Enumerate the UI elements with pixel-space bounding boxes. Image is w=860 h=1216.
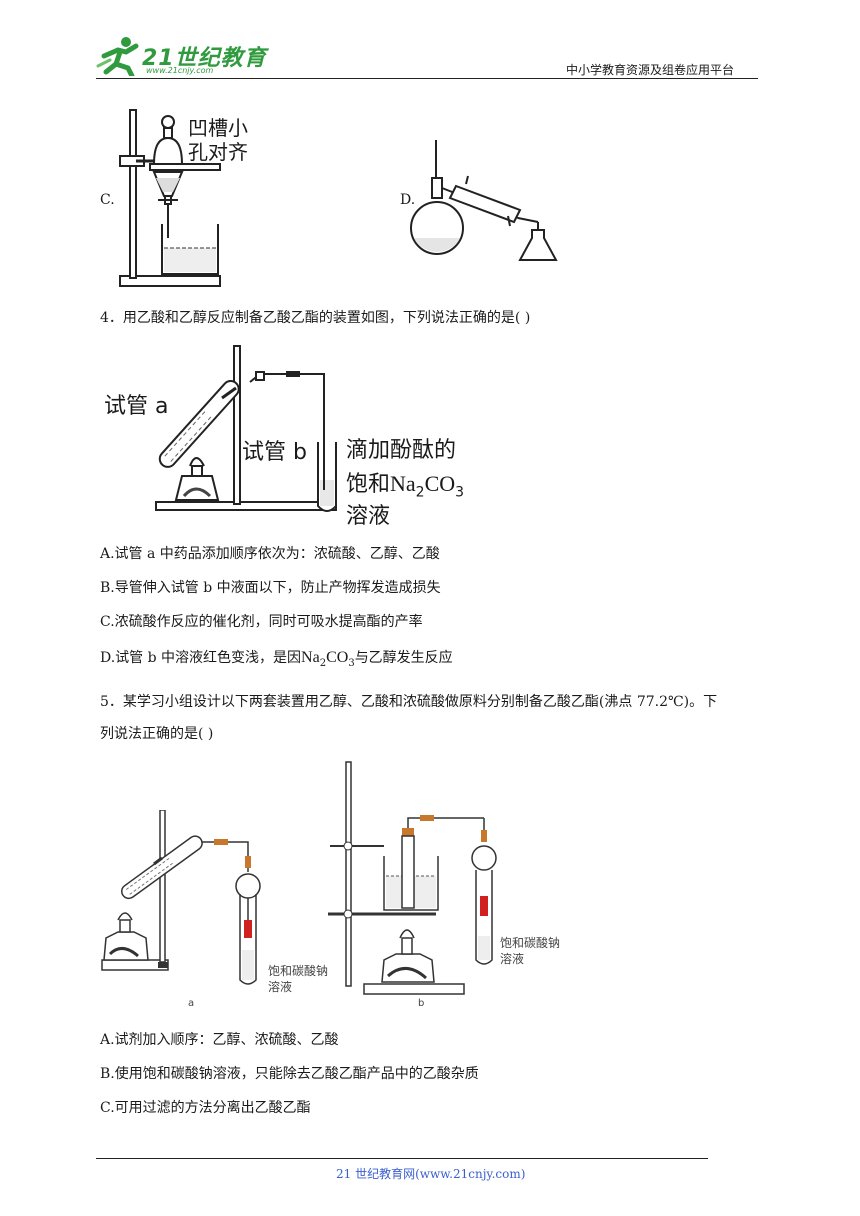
reagent-label-2: 饱和Na2CO3 <box>346 466 464 500</box>
tube-b-label: 试管 b <box>242 440 307 465</box>
q4-option-c: C.浓硫酸作反应的催化剂，同时可吸水提高酯的产率 <box>100 614 423 630</box>
fig-a-label-2: 溶液 <box>268 980 293 994</box>
logo-runner-icon <box>96 37 139 76</box>
q4-option-a: A.试管 a 中药品添加顺序依次为：浓硫酸、乙醇、乙酸 <box>100 546 440 562</box>
q5-stem-line1: 5．某学习小组设计以下两套装置用乙醇、乙酸和浓硫酸做原料分别制备乙酸乙酯(沸点 … <box>100 694 718 710</box>
q4-option-d: D.试管 b 中溶液红色变浅，是因Na2CO3与乙醇发生反应 <box>100 648 453 674</box>
q5-option-c: C.可用过滤的方法分离出乙酸乙酯 <box>100 1100 311 1116</box>
platform-name: 中小学教育资源及组卷应用平台 <box>566 63 735 77</box>
q5-option-b: B.使用饱和碳酸钠溶液，只能除去乙酸乙酯产品中的乙酸杂质 <box>100 1066 479 1082</box>
header: 21世纪教育 www.21cnjy.com 中小学教育资源及组卷应用平台 <box>0 0 860 84</box>
fig-b-caption: b <box>418 998 425 1009</box>
apparatus-figure-a <box>101 810 261 985</box>
formula-sub3: 3 <box>455 484 465 501</box>
q4-option-b: B.导管伸入试管 b 中液面以下，防止产物挥发造成损失 <box>100 580 441 596</box>
fig-b-label-2: 溶液 <box>500 952 525 966</box>
formula-co: CO <box>424 471 456 496</box>
formula-na-inline: Na <box>301 649 320 666</box>
formula-sub2: 2 <box>415 484 425 501</box>
formula-na: Na <box>390 471 416 496</box>
option-d-letter: D. <box>400 192 416 208</box>
formula-sub3-inline: 3 <box>348 657 355 669</box>
formula-sub2-inline: 2 <box>319 657 327 669</box>
option-c-letter: C. <box>100 192 115 208</box>
apparatus-figure-b <box>328 761 484 995</box>
distillation-figure <box>410 140 558 261</box>
logo-url: www.21cnjy.com <box>146 66 214 75</box>
q5-stem-line2: 列说法正确的是( ) <box>100 726 214 742</box>
receiver-figure-b <box>471 818 497 965</box>
logo-title: 21世纪教育 <box>142 46 267 71</box>
fig-a-caption: a <box>188 998 195 1009</box>
tube-a-label: 试管 a <box>104 394 169 419</box>
q5-option-a: A.试剂加入顺序：乙醇、浓硫酸、乙酸 <box>100 1032 339 1048</box>
q4-option-d-suffix: 与乙醇发生反应 <box>354 650 453 666</box>
footer-text[interactable]: 21 世纪教育网(www.21cnjy.com) <box>336 1167 526 1181</box>
esterification-figure-q4 <box>155 345 337 511</box>
footer-rule <box>96 1158 708 1159</box>
fig-a-label-1: 饱和碳酸钠 <box>268 964 329 978</box>
funnel-label-1: 凹槽小 <box>188 116 248 140</box>
reagent-prefix: 饱和 <box>346 472 391 497</box>
test-tube-b <box>317 442 337 512</box>
header-rule <box>96 78 758 79</box>
fig-b-label-1: 饱和碳酸钠 <box>500 936 561 950</box>
separatory-funnel-figure <box>119 109 221 287</box>
funnel-label-2: 孔对齐 <box>188 140 248 164</box>
q4-option-d-prefix: D.试管 b 中溶液红色变浅，是因 <box>100 650 302 666</box>
reagent-label-3: 溶液 <box>346 504 391 529</box>
formula-co-inline: CO <box>326 649 349 666</box>
q4-stem: 4．用乙酸和乙醇反应制备乙酸乙酯的装置如图，下列说法正确的是( ) <box>100 310 531 326</box>
reagent-label-1: 滴加酚酞的 <box>346 438 457 463</box>
